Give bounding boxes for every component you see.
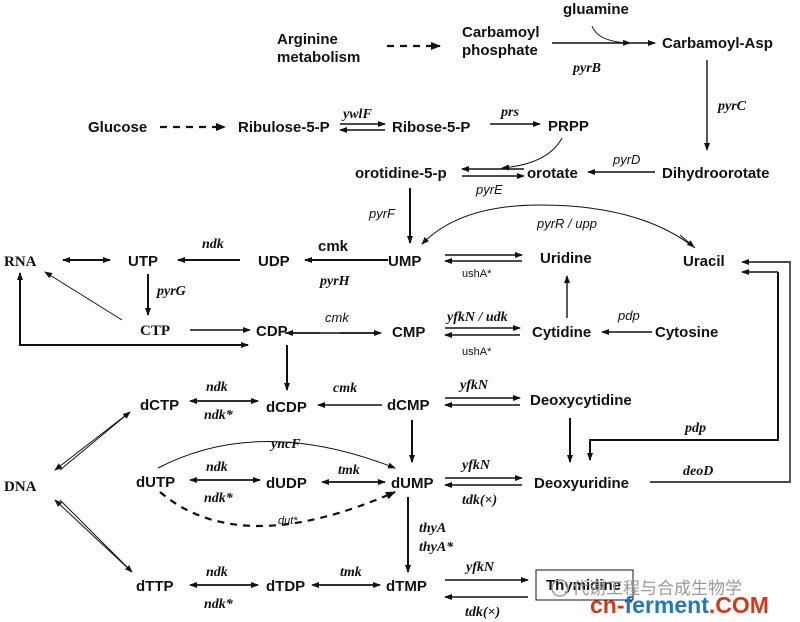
node-dtmp: dTMP (386, 578, 427, 595)
node-dtdp: dTDP (266, 578, 305, 595)
gene-pyrC: pyrC (717, 99, 747, 114)
node-uridine: Uridine (540, 250, 592, 267)
gene-ndk-4s: ndk* (204, 597, 234, 612)
node-glutamine: gluamine (563, 1, 629, 18)
edge-ctp-rna (44, 271, 123, 321)
node-orotate: orotate (527, 165, 578, 182)
gene-pyrE: pyrE (475, 182, 503, 197)
gene-ywlF: ywlF (341, 107, 372, 122)
gene-ndk-3s: ndk* (204, 491, 234, 506)
gene-pyrD: pyrD (612, 152, 640, 167)
gene-cmk-3: cmk (333, 381, 357, 396)
watermark-url: cn-ferment.COM (590, 592, 769, 618)
gene-tmk-1: tmk (338, 463, 360, 478)
gene-pyrH: pyrH (319, 274, 351, 289)
node-carbamoyl-phosphate-2: phosphate (462, 42, 538, 59)
gene-pyrB: pyrB (572, 61, 601, 76)
gene-dut: dut* (278, 515, 298, 527)
node-arginine-2: metabolism (277, 49, 360, 66)
gene-yfkN-2: yfkN (460, 458, 491, 473)
node-dump: dUMP (391, 475, 434, 492)
watermark: 代谢工程与合成生物学 cn-ferment.COM cn-ferment.COM (551, 579, 769, 618)
edge-arc-to-uracil (679, 234, 695, 248)
watermark-text: 代谢工程与合成生物学 (572, 579, 742, 598)
gene-yncF: yncF (269, 437, 301, 452)
gene-tdk-2: tdk(×) (465, 605, 500, 620)
gene-deoD: deoD (683, 464, 713, 479)
node-deoxycytidine: Deoxycytidine (530, 392, 632, 409)
node-dna: DNA (4, 479, 37, 495)
gene-thyA: thyA (419, 521, 446, 536)
node-utp: UTP (128, 253, 158, 270)
edges (17, 25, 791, 601)
gene-pdp-2: pdp (684, 421, 706, 436)
gene-pyrG: pyrG (156, 284, 186, 299)
gene-prs: prs (500, 105, 519, 120)
node-dudp: dUDP (266, 475, 307, 492)
node-carbamoyl-asp: Carbamoyl-Asp (662, 35, 773, 52)
edge-dna-dctp (59, 411, 131, 471)
node-orotidine5p: orotidine-5-p (355, 165, 447, 182)
gene-thyA-s: thyA* (419, 540, 454, 555)
node-glucose: Glucose (88, 119, 147, 136)
node-ribulose5p: Ribulose-5-P (238, 119, 330, 136)
node-rna: RNA (4, 254, 37, 270)
edge-prpp-curve (501, 137, 563, 171)
node-uracil: Uracil (683, 253, 725, 270)
wechat-icon (551, 579, 569, 597)
gene-pyrF: pyrF (368, 206, 396, 221)
gene-pyrR-upp: pyrR / upp (536, 216, 597, 231)
node-cmp: CMP (392, 324, 425, 341)
gene-yfkN-udk: yfkN / udk (445, 310, 508, 325)
gene-ndk-3: ndk (206, 460, 228, 475)
edge-deoxyuridine-uracil (650, 259, 791, 483)
gene-ndk-1: ndk (202, 237, 224, 252)
gene-yfkN-3: yfkN (464, 560, 495, 575)
node-dcmp: dCMP (387, 397, 430, 414)
gene-tmk-2: tmk (340, 565, 362, 580)
node-prpp: PRPP (548, 118, 589, 135)
edge-glutamine (591, 25, 631, 46)
gene-pdp-1: pdp (617, 308, 640, 323)
gene-tdk-1: tdk(×) (462, 493, 497, 508)
svg-text:cn-ferment.COM: cn-ferment.COM (590, 611, 598, 614)
edge-uracil-ump-arc (421, 204, 696, 249)
gene-yfkN-1: yfkN (458, 378, 489, 393)
gene-ushA-2: ushA* (462, 346, 492, 358)
node-cytidine: Cytidine (532, 324, 591, 341)
node-arginine-1: Arginine (277, 31, 338, 48)
gene-ndk-2s: ndk* (204, 408, 234, 423)
node-ctp: CTP (140, 323, 170, 339)
node-cytosine: Cytosine (655, 324, 718, 341)
node-cdp: CDP (256, 323, 288, 340)
node-udp: UDP (258, 253, 290, 270)
gene-ushA-1: ushA* (462, 268, 492, 280)
edge-dutp-dump-yncf (157, 441, 396, 469)
gene-ndk-4: ndk (206, 565, 228, 580)
gene-ndk-2: ndk (206, 380, 228, 395)
edge-dutp-dump-dut (159, 490, 396, 527)
gene-cmk-2: cmk (325, 310, 350, 325)
node-dttp: dTTP (136, 578, 174, 595)
genes: pyrB pyrC ywlF prs pyrD pyrE pyrF pyrR /… (156, 61, 747, 620)
edge-rna-cdp (19, 273, 249, 348)
node-dctp: dCTP (140, 397, 179, 414)
edge-uracil-deoxyuridine (587, 272, 779, 461)
node-dutp: dUTP (136, 474, 175, 491)
node-ribose5p: Ribose-5-P (392, 119, 470, 136)
nodes: Arginine metabolism Carbamoyl phosphate … (4, 1, 773, 595)
node-ump: UMP (388, 253, 421, 270)
gene-cmk-1: cmk (318, 238, 349, 255)
node-dihydroorotate: Dihydroorotate (662, 165, 770, 182)
node-carbamoyl-phosphate-1: Carbamoyl (462, 24, 540, 41)
node-deoxyuridine: Deoxyuridine (534, 475, 629, 492)
edge-dna-dttp (59, 499, 133, 573)
node-dcdp: dCDP (266, 399, 307, 416)
